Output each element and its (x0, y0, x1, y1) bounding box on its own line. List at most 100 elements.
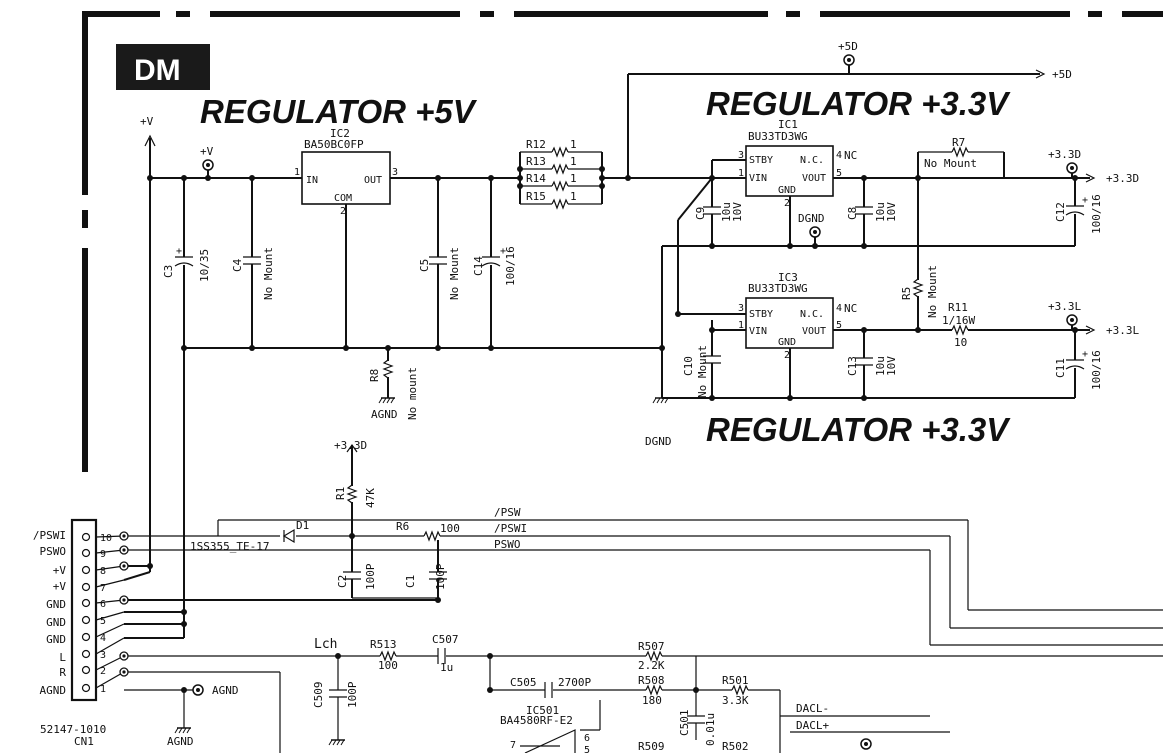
c505-ref: C505 (510, 676, 537, 689)
terminal-agnd (192, 684, 204, 696)
ic3-nc-label: NC (844, 302, 857, 315)
diode-d1: D1 1SS355_TE-17 (190, 519, 309, 553)
c507-ref: C507 (432, 633, 459, 646)
svg-text:+: + (1082, 349, 1088, 360)
r12-val: 1 (570, 138, 577, 151)
label-dgnd-terminal: DGND (798, 212, 825, 225)
capacitor-c13: C13 10u 10V (846, 356, 898, 376)
ic3-pin3: 3 (738, 303, 744, 314)
c14-ref: C14 (472, 256, 485, 276)
r513-ref: R513 (370, 638, 397, 651)
resistor-r501: R501 3.3K (722, 674, 749, 707)
connector-pin-hole (81, 649, 91, 659)
terminal-dacl (860, 738, 872, 750)
resistor-r8: R8 No mount (368, 359, 419, 420)
connector-test-point-center (122, 654, 126, 658)
capacitor-c12: + C12 100/16 (1054, 194, 1103, 234)
c4-ref: C4 (231, 258, 244, 272)
label-5d-terminal: +5D (838, 40, 858, 53)
r14-val: 1 (570, 172, 577, 185)
label-33d-terminal: +3.3D (1048, 148, 1081, 161)
r7-val: No Mount (924, 157, 977, 170)
capacitor-c11: + C11 100/16 (1054, 349, 1103, 390)
ic3-gnd: GND (778, 337, 796, 348)
ic2-pin3: 3 (392, 167, 398, 178)
c12-ref: C12 (1054, 202, 1067, 222)
c14-val: 100/16 (504, 246, 517, 286)
resistor-r508: R508 180 (638, 674, 665, 707)
wires-5v (149, 138, 662, 638)
ic1-pin2: 2 (784, 198, 790, 209)
svg-text:+: + (1082, 195, 1088, 206)
ic2-body (301, 151, 391, 205)
terminal-plus-v (202, 159, 214, 171)
r13-ref: R13 (526, 155, 546, 168)
agnd-symbol-r8 (378, 397, 396, 404)
connector-test-point-center (122, 598, 126, 602)
ic3-pin5: 5 (836, 320, 842, 331)
r11-val1: 1/16W (942, 314, 975, 327)
resistor-r6: R6 100 (396, 520, 460, 542)
net-pswi: /PSWI (494, 522, 527, 535)
c8-val1: 10u (874, 202, 887, 222)
r5-ref: R5 (900, 287, 913, 300)
ic3-stby: STBY (749, 309, 773, 320)
connector-pin-hole (81, 582, 91, 592)
agnd-symbol-cn1 (174, 727, 192, 734)
title-regulator-5v: REGULATOR +5V (200, 93, 478, 130)
c8-val2: 10V (885, 202, 898, 222)
terminal-dgnd (809, 226, 821, 238)
capacitor-c9: C9 10u 10V (694, 202, 744, 222)
c13-ref: C13 (846, 356, 859, 376)
c3-ref: C3 (162, 265, 175, 278)
connector-test-point-center (122, 670, 126, 674)
r13-val: 1 (570, 155, 577, 168)
ic1-stby: STBY (749, 155, 773, 166)
ic3-ref: IC3 (778, 271, 798, 284)
capacitor-c10: C10 No Mount (682, 345, 721, 398)
svg-text:+: + (176, 246, 182, 257)
c11-val: 100/16 (1090, 350, 1103, 390)
connector-pin-label: +V (53, 580, 67, 593)
c4-val: No Mount (262, 247, 275, 300)
net-lch: Lch (314, 637, 337, 652)
r14-ref: R14 (526, 172, 546, 185)
ic3-pin2: 2 (784, 350, 790, 361)
connector-pin-lead (95, 623, 125, 638)
ic501-ref: IC501 (526, 704, 559, 717)
ic2-pin-out: OUT (364, 175, 382, 186)
r8-ref: R8 (368, 369, 381, 382)
section-badge-box (116, 44, 210, 90)
connector-pin-lead (95, 549, 125, 554)
label-33d-r1: +3.3D (334, 439, 367, 452)
connector-pin-lead (95, 655, 125, 671)
connector-pin-hole (81, 598, 91, 608)
connector-pin-lead (95, 579, 125, 588)
ic1-nc-label: NC (844, 149, 857, 162)
ic3-pin4: 4 (836, 303, 842, 314)
r15-val: 1 (570, 190, 577, 203)
connector-pin-lead (95, 599, 125, 604)
connector-pin-number: 9 (100, 549, 106, 560)
r6-ref: R6 (396, 520, 409, 533)
c5-val: No Mount (448, 247, 461, 300)
connector-pin-number: 2 (100, 666, 106, 677)
terminal-33d (1066, 162, 1078, 174)
net-psw: /PSW (494, 506, 521, 519)
connector-pin-number: 1 (100, 684, 106, 695)
connector-ref: CN1 (74, 735, 94, 748)
c11-ref: C11 (1054, 358, 1067, 378)
ic3-pin1: 1 (738, 320, 744, 331)
capacitor-c501: C501 0.01u (678, 710, 717, 747)
connector-pin-hole (81, 548, 91, 558)
capacitor-c4: C4 No Mount (231, 247, 275, 300)
c10-val: No Mount (696, 345, 709, 398)
capacitor-c507: C507 1u (432, 633, 459, 674)
connector-pin-lead (95, 637, 125, 655)
r11-ref: R11 (948, 301, 968, 314)
ic1-vin: VIN (749, 173, 767, 184)
ic3-nc: N.C. (800, 309, 824, 320)
resistor-r7: R7 No Mount (924, 136, 977, 170)
r6-val: 100 (440, 522, 460, 535)
